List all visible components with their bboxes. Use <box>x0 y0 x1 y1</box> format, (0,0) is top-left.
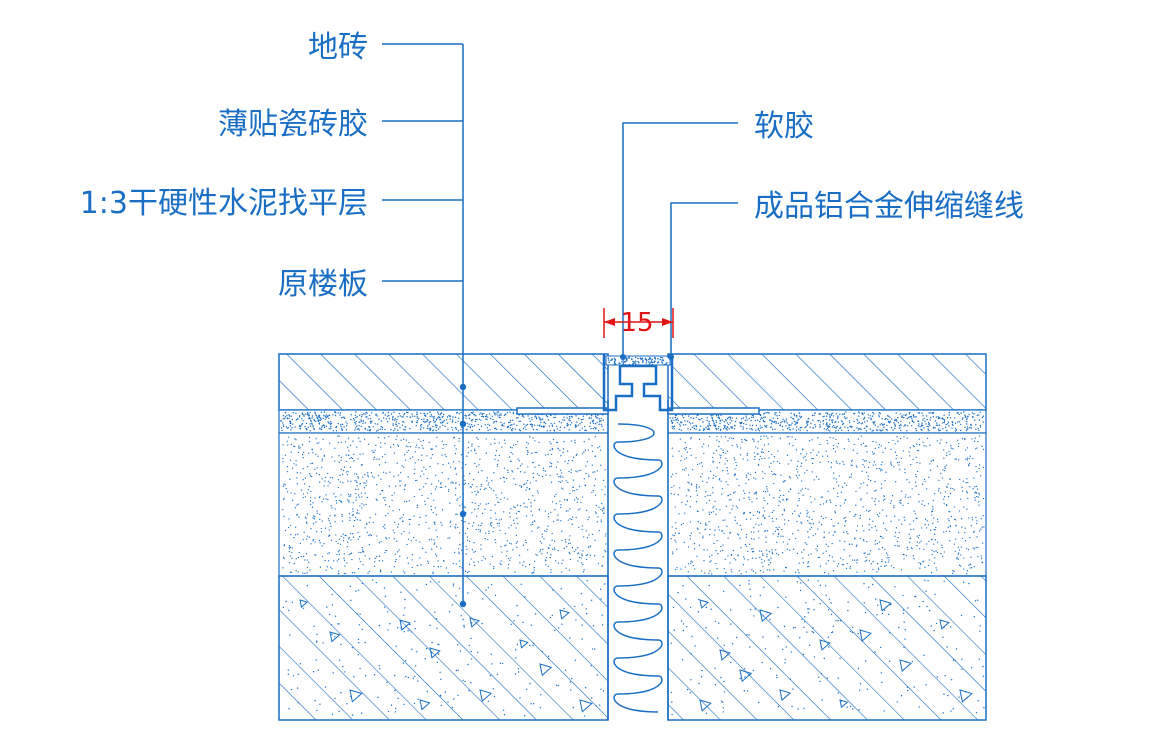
leader-dots <box>459 383 467 608</box>
label-slab: 原楼板 <box>278 267 368 302</box>
dimension-15 <box>603 308 674 338</box>
tile-layer <box>278 353 987 411</box>
label-tile: 地砖 <box>308 30 368 65</box>
screed-layer <box>278 432 987 577</box>
left-leaders <box>382 43 464 604</box>
adhesive-layer <box>278 409 987 434</box>
slab-layer <box>278 575 987 721</box>
expansion-gap <box>607 400 669 720</box>
dimension-label: 15 <box>620 308 653 338</box>
right-leader-dots <box>620 354 674 360</box>
right-leaders <box>622 122 738 357</box>
label-sealant: 软胶 <box>754 109 814 144</box>
label-adhesive: 薄贴瓷砖胶 <box>218 107 368 142</box>
label-joint: 成品铝合金伸缩缝线 <box>754 189 1024 224</box>
aluminium-profile <box>516 354 760 415</box>
label-screed: 1:3干硬性水泥找平层 <box>80 186 368 221</box>
